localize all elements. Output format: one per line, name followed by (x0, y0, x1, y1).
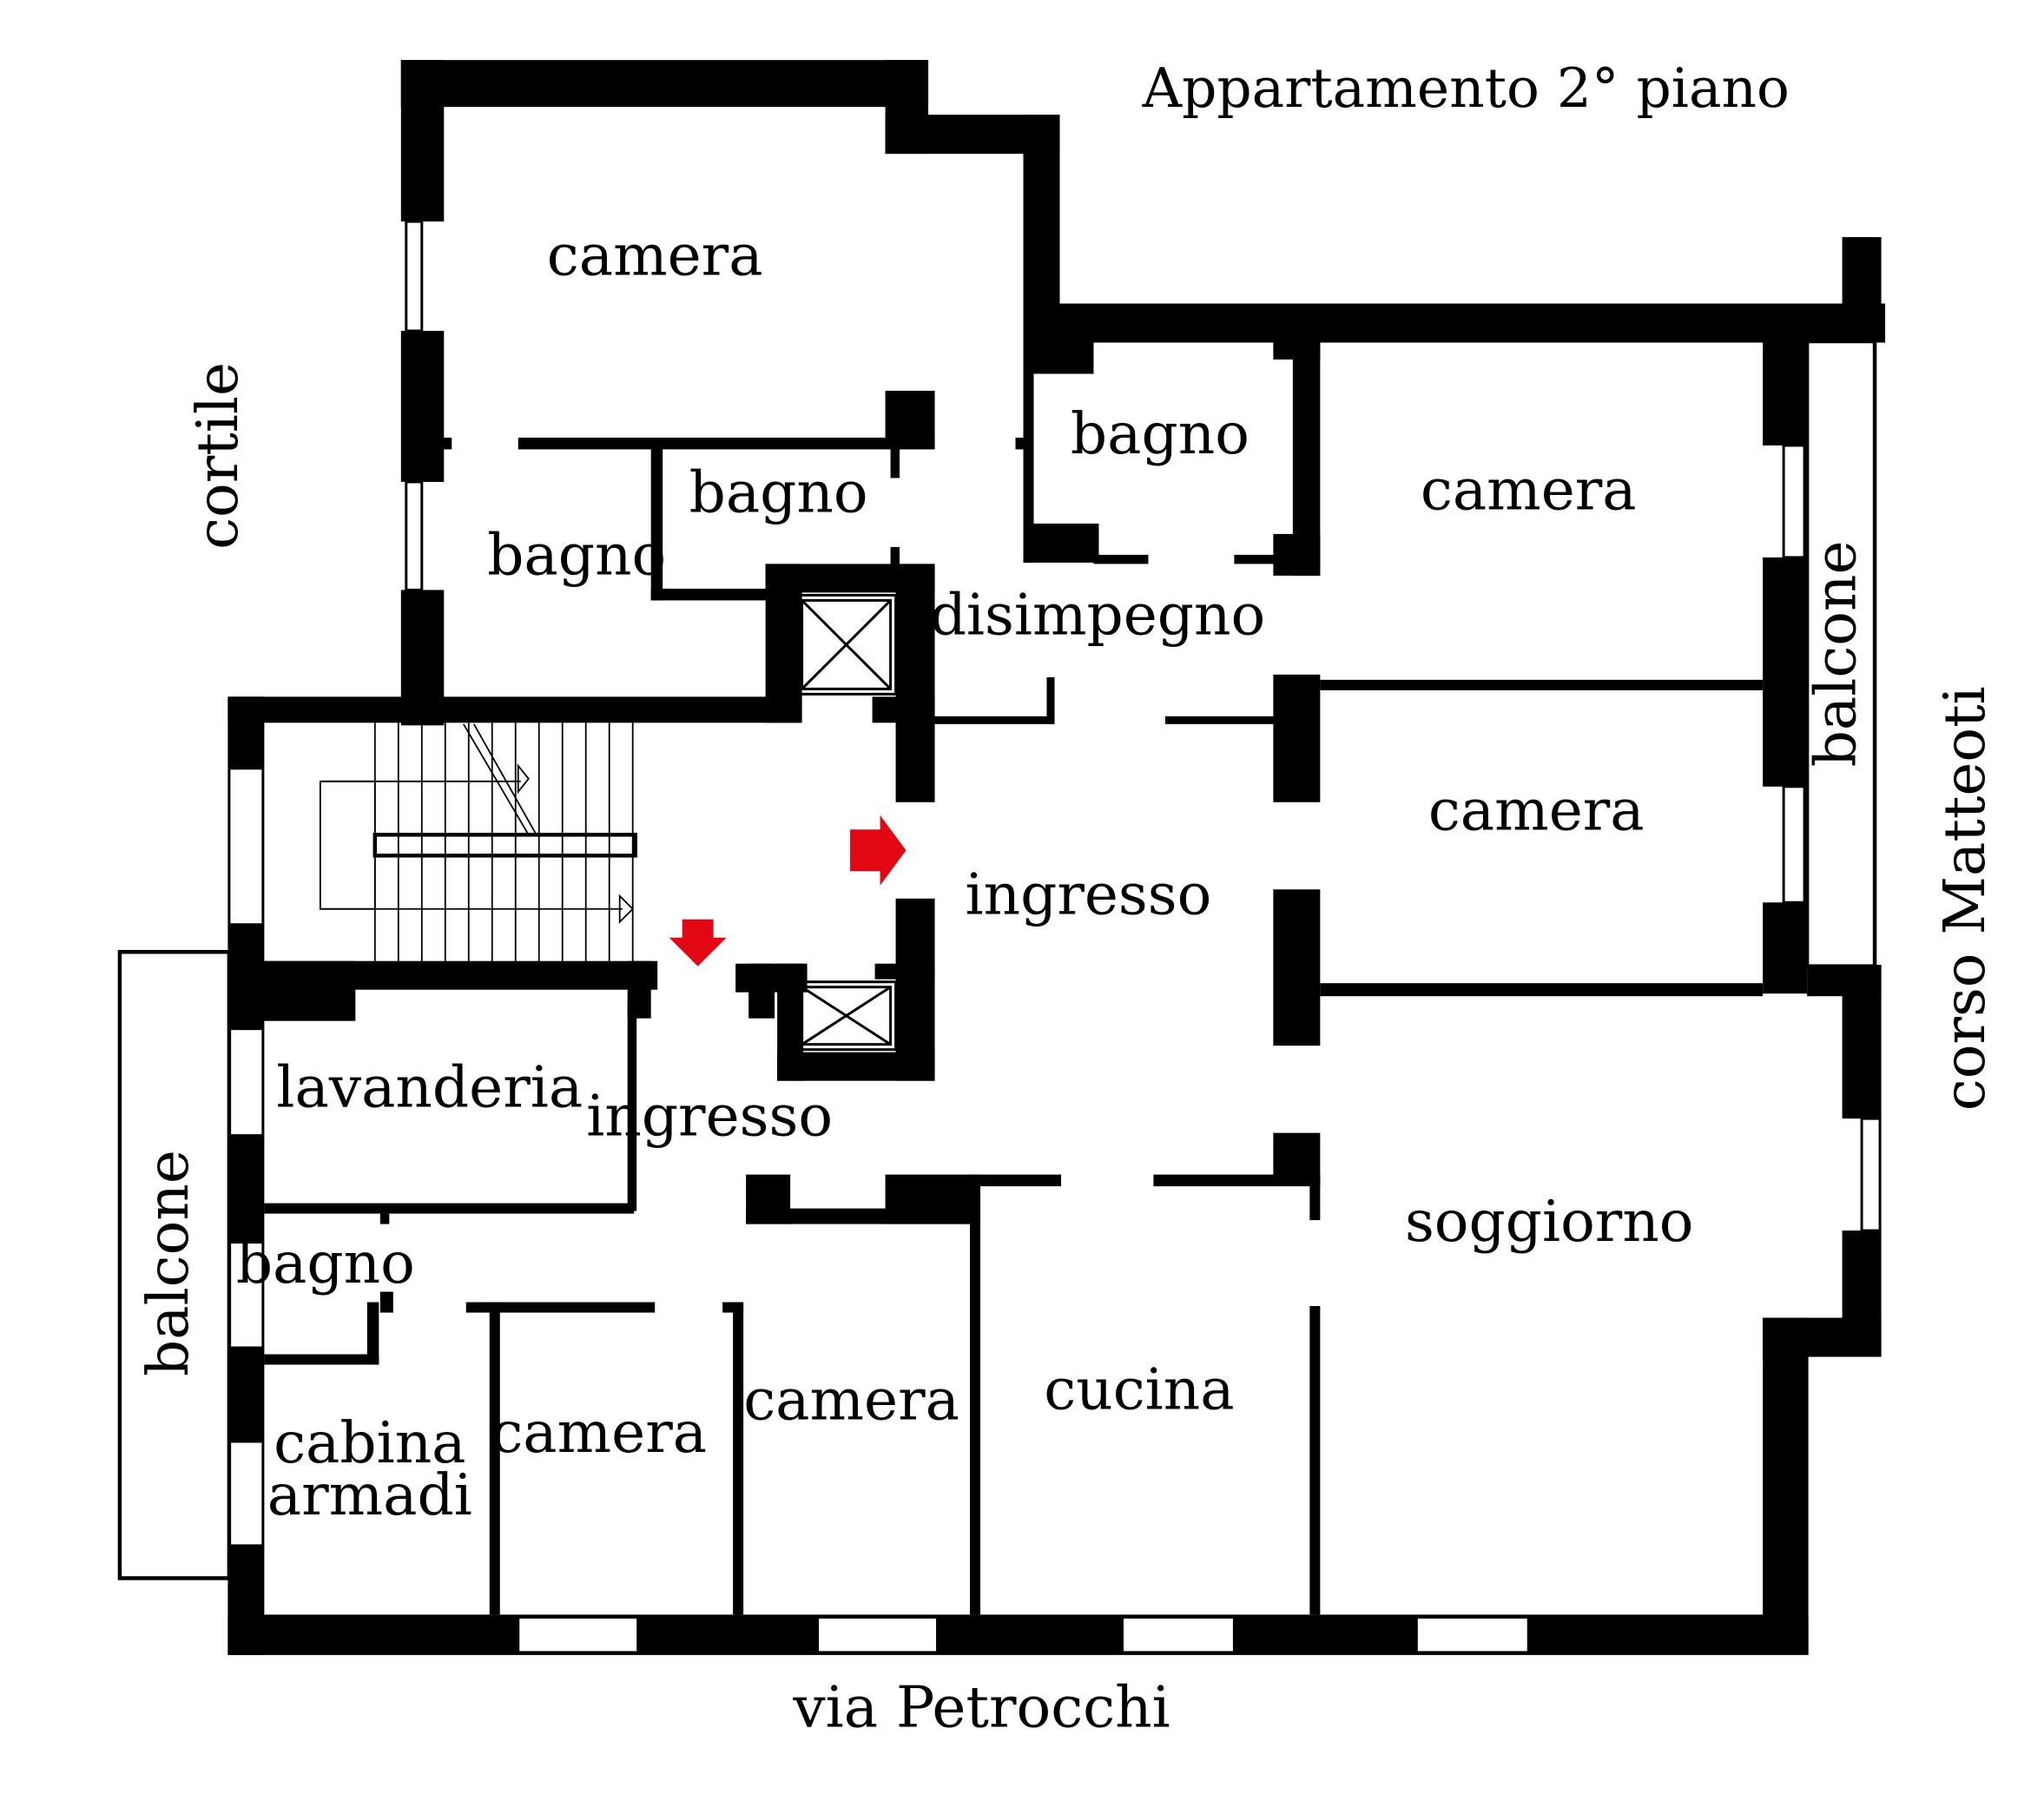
title: Appartamento 2° piano (1142, 56, 1790, 120)
room-balcone-right: balcone (1803, 540, 1869, 767)
room-camera-top: camera (547, 222, 763, 289)
street-bottom: via Petrocchi (792, 1673, 1170, 1740)
room-cucina: cucina (1044, 1356, 1234, 1423)
room-ingresso-main: ingresso (966, 861, 1212, 928)
staircase (319, 722, 637, 964)
room-soggiorno: soggiorno (1405, 1188, 1694, 1255)
room-bagno-mid: bagno (689, 458, 868, 525)
room-camera-right1: camera (1421, 456, 1637, 523)
room-disimpegno: disimpegno (930, 581, 1266, 648)
room-ingresso-left: ingresso (586, 1083, 833, 1150)
room-bagno-left: bagno (487, 521, 666, 588)
room-armadi: armadi (267, 1461, 472, 1528)
street-right: corso Matteoti (1931, 686, 1998, 1111)
street-left: cortile (184, 362, 251, 550)
room-lavanderia: lavanderia (276, 1054, 583, 1121)
room-bagno-right: bagno (1071, 400, 1249, 467)
room-camera-b1: camera (491, 1399, 707, 1466)
room-camera-b2: camera (743, 1366, 959, 1433)
room-cabina: cabina (274, 1409, 465, 1476)
elevator-shaft-icon (795, 593, 898, 1052)
room-bagno-small: bagno (236, 1230, 415, 1296)
room-balcone-left: balcone (135, 1150, 201, 1376)
stair-direction-arrow-icon (517, 763, 530, 795)
walls (117, 60, 1886, 1655)
entrance-arrow-icon (669, 815, 907, 966)
room-camera-right2: camera (1428, 776, 1645, 843)
